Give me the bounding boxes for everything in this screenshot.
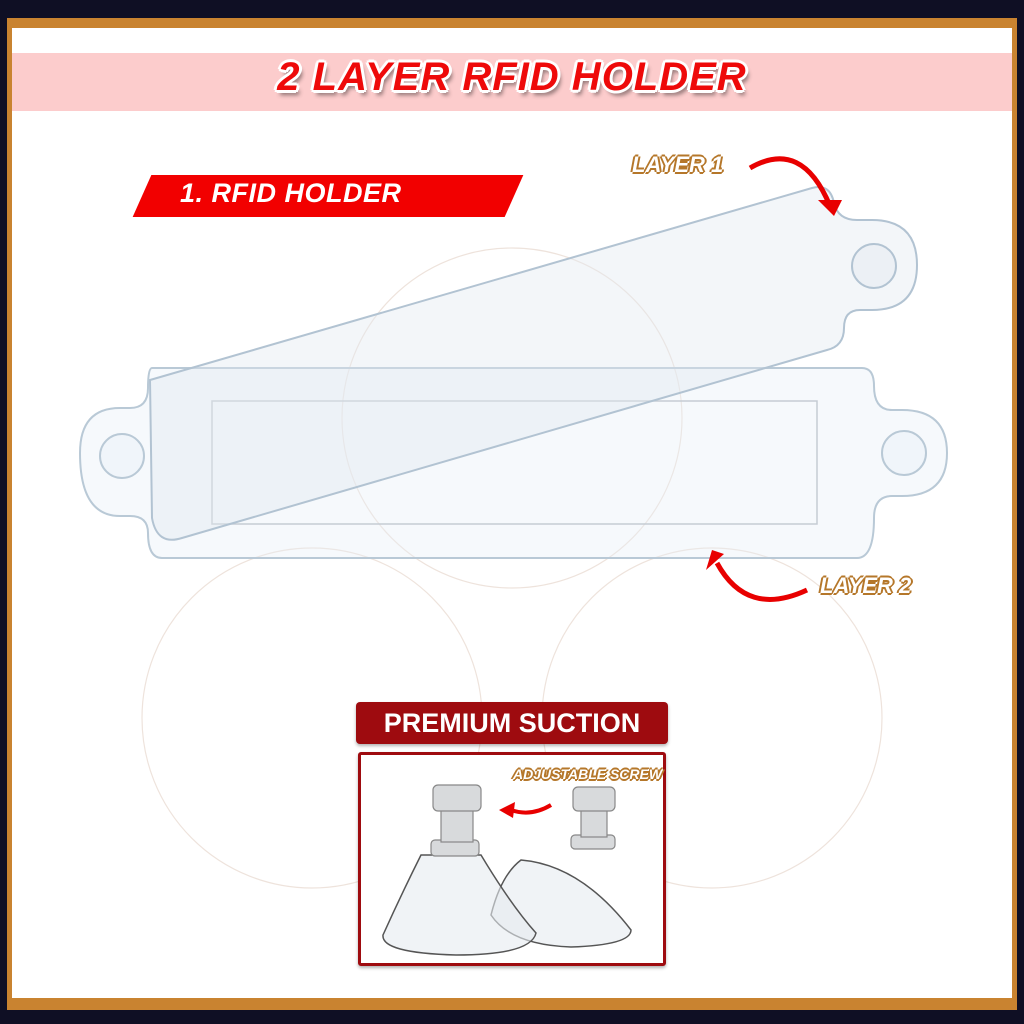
layer-1-label: LAYER 1 (632, 152, 724, 177)
page-title: 2 LAYER RFID HOLDER (277, 55, 747, 99)
adjustable-screw-callout: ADJUSTABLE SCREW (513, 766, 663, 782)
layer-1-arrow-head (818, 200, 842, 216)
layer-2-plate (78, 367, 949, 559)
suction-cups-icon (382, 784, 632, 956)
layer-2-label: LAYER 2 (820, 573, 912, 598)
product-panel: 2 LAYER RFID HOLDER 1. RFID HOLDER LAYER… (12, 28, 1012, 998)
holder-illustration (78, 156, 949, 889)
layer-1-arrow (748, 156, 833, 207)
layer-2-arrow (714, 561, 809, 602)
suction-cup-image: ADJUSTABLE SCREW (358, 752, 666, 966)
premium-suction-heading: PREMIUM SUCTION (356, 702, 668, 744)
layer-2-arrow-head (706, 550, 724, 570)
title-band (12, 53, 1012, 111)
section-tag: 1. RFID HOLDER (180, 178, 402, 208)
